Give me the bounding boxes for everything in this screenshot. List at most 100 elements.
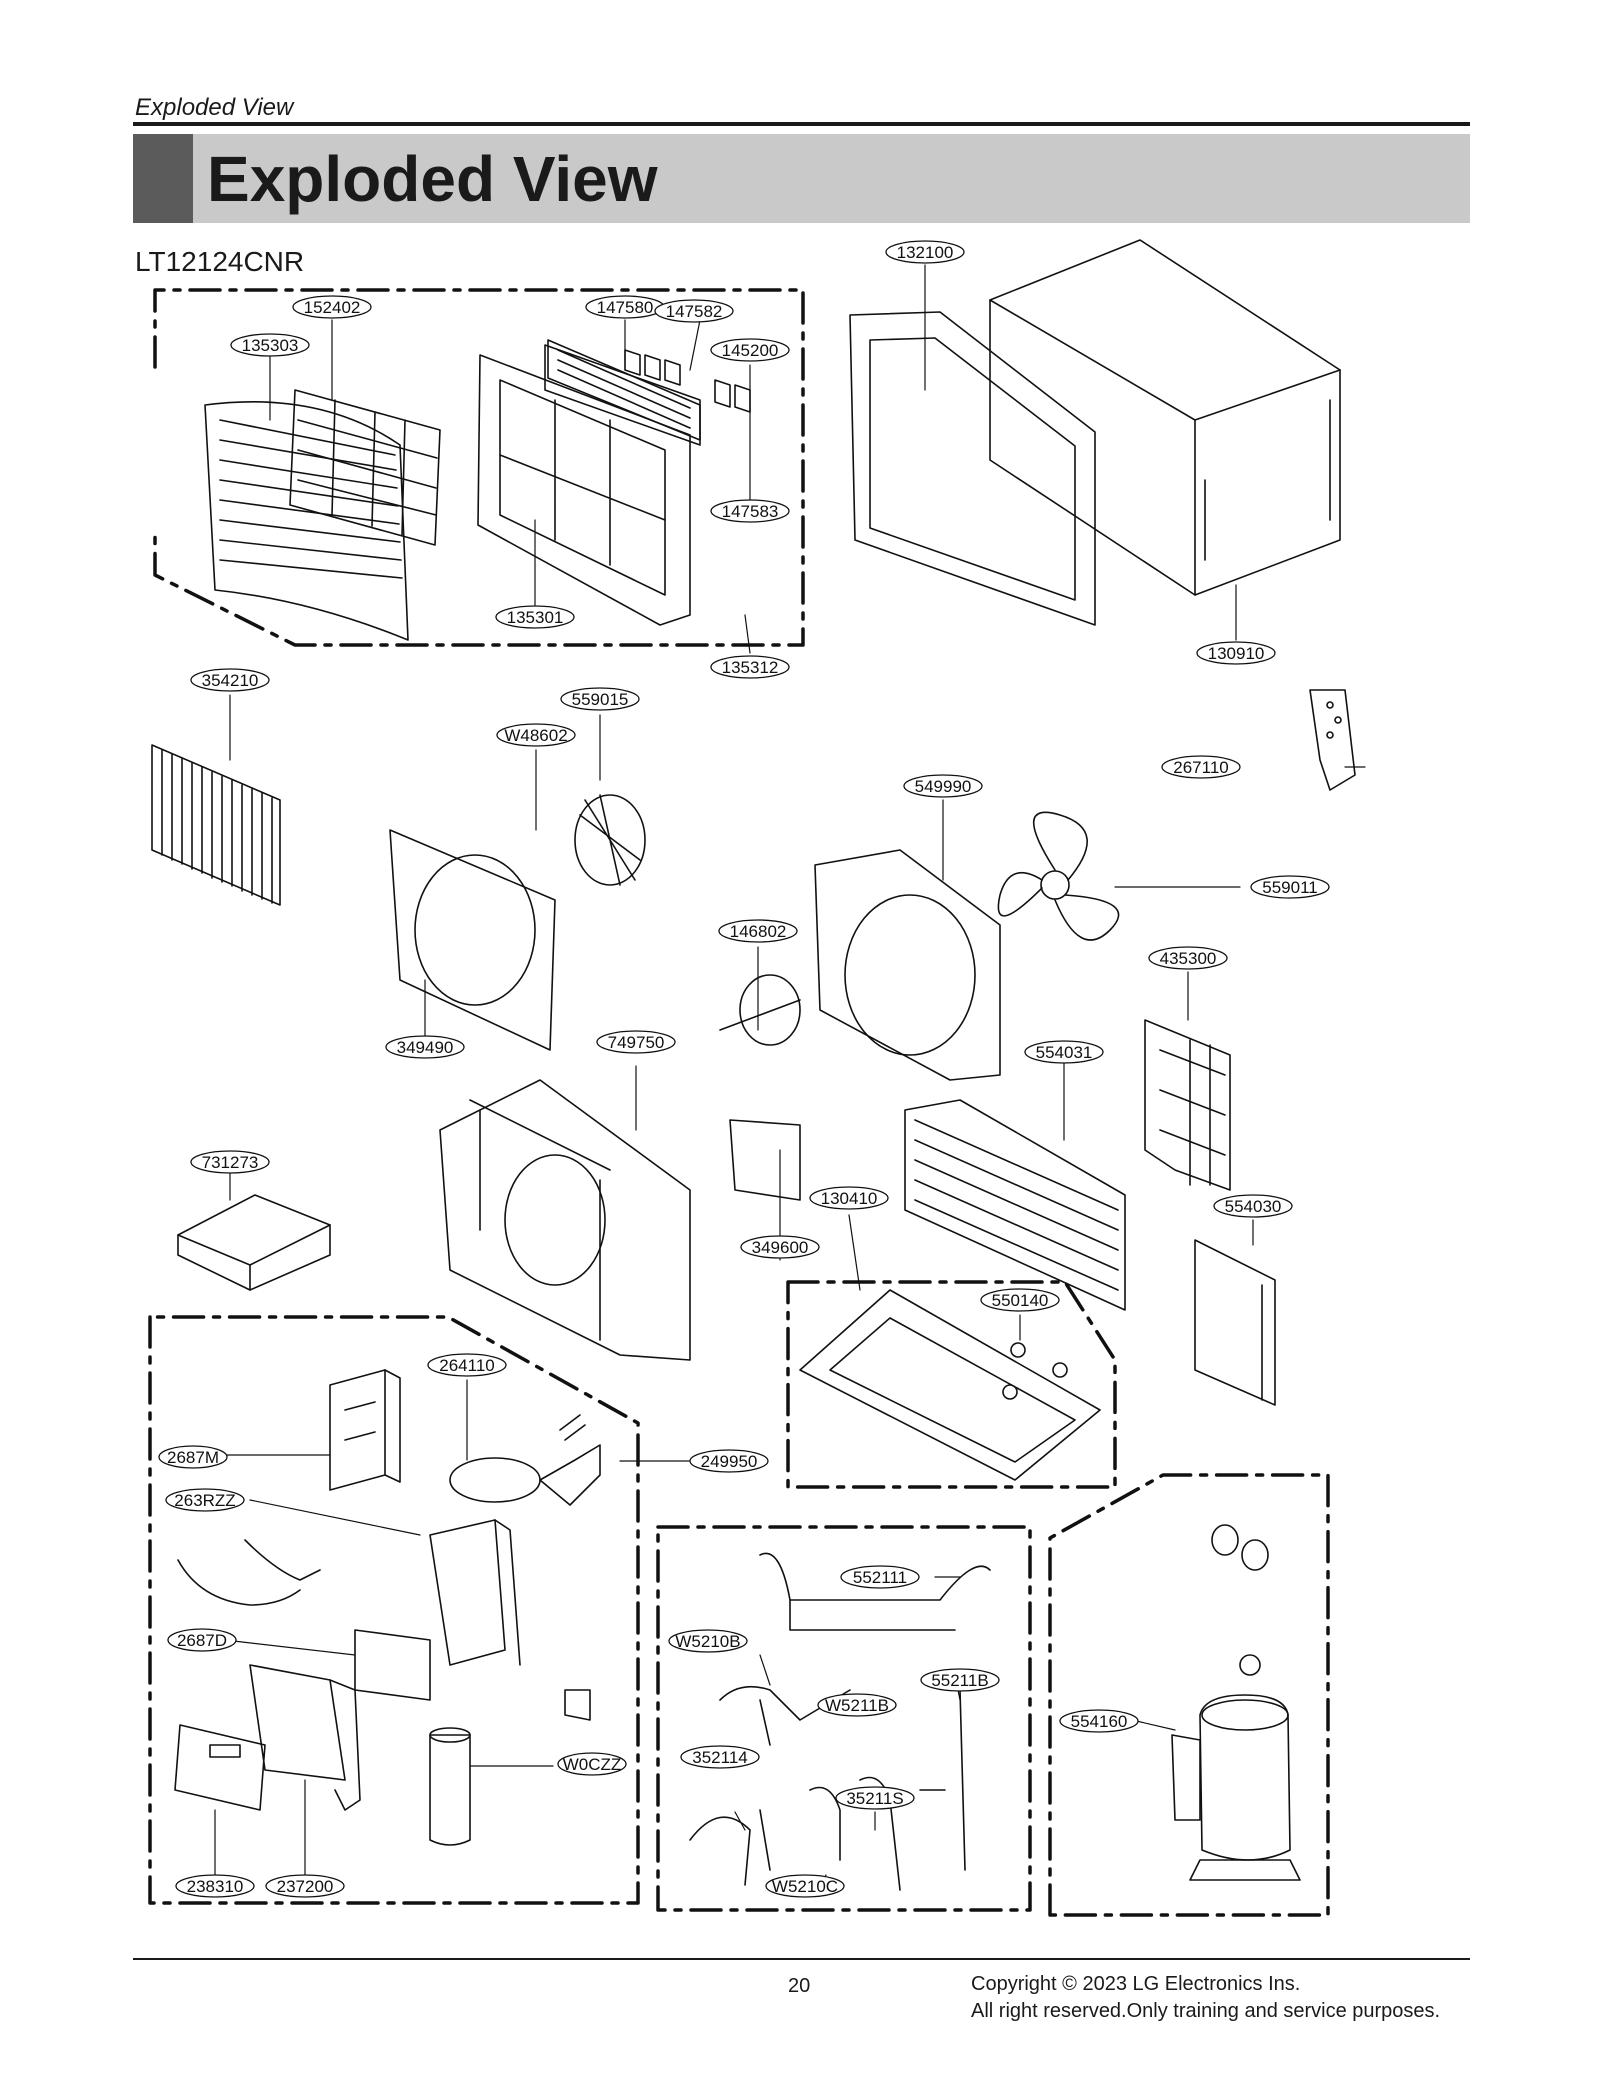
callout-oval	[1196, 641, 1276, 665]
callout-oval	[190, 1150, 270, 1174]
banner-accent	[133, 134, 193, 223]
callout-oval	[1250, 875, 1330, 899]
part-number-label: 147580	[597, 298, 654, 317]
air-filter-drawing	[289, 389, 441, 546]
callout-oval	[158, 1445, 228, 1469]
front-grille-drawing	[204, 401, 409, 641]
page-number: 20	[788, 1975, 811, 1997]
callout-oval	[165, 1488, 245, 1512]
callout-oval	[710, 655, 790, 679]
indoor-coil-drawing	[151, 744, 281, 906]
callout-oval	[689, 1449, 769, 1473]
part-number-label: 435300	[1160, 949, 1217, 968]
part-callout: 263RZZ	[165, 1488, 245, 1512]
part-callout: 264110	[427, 1353, 507, 1377]
part-callout: W0CZZ	[557, 1752, 627, 1776]
part-callout: 132100	[885, 240, 965, 264]
blower-housing-drawing	[389, 829, 556, 1051]
part-callout: 147580	[585, 295, 665, 319]
callout-oval	[654, 299, 734, 323]
callout-oval	[292, 295, 372, 319]
callout-oval	[920, 1668, 1000, 1692]
callout-oval	[495, 605, 575, 629]
condenser-shroud-drawing	[814, 849, 1001, 1081]
part-number-label: 267110	[1173, 758, 1228, 777]
callout-oval	[1148, 946, 1228, 970]
part-callout: 146802	[718, 919, 798, 943]
power-cord-drawing	[449, 1414, 601, 1506]
part-callout: 130410	[809, 1186, 889, 1210]
callout-oval	[596, 1030, 676, 1054]
footer-rule	[133, 1958, 1470, 1960]
chassis-drawing	[439, 1079, 691, 1361]
part-number-label: 238310	[187, 1877, 244, 1896]
part-callout: 2687D	[167, 1628, 237, 1652]
callout-oval	[167, 1628, 237, 1652]
part-callout: 559011	[1250, 875, 1330, 899]
wire-harness-drawing	[177, 1539, 321, 1606]
callout-oval	[1024, 1040, 1104, 1064]
part-number-label: 152402	[304, 298, 361, 317]
compressor-drawing	[1189, 1694, 1301, 1881]
callout-oval	[175, 1874, 255, 1898]
part-number-label: 35211S	[846, 1789, 903, 1808]
part-number-label: 237200	[277, 1877, 334, 1896]
front-frame-drawing	[477, 344, 701, 626]
accumulator-drawing	[1171, 1734, 1201, 1821]
cover-plate-drawing	[329, 1679, 361, 1811]
part-callout: 550140	[980, 1288, 1060, 1312]
part-number-label: 559015	[572, 690, 629, 709]
capacitor-drawing	[429, 1727, 471, 1846]
part-callout: 354210	[190, 668, 270, 692]
callout-oval	[710, 338, 790, 362]
part-number-label: 349490	[397, 1038, 454, 1057]
part-number-label: W5211B	[825, 1696, 889, 1715]
motor-bracket-drawing	[729, 1119, 801, 1201]
sleeve-frame-drawing	[849, 311, 1096, 626]
part-callout: 554160	[1059, 1709, 1139, 1733]
part-callout: 435300	[1148, 946, 1228, 970]
part-callout: 238310	[175, 1874, 255, 1898]
part-callout: 349490	[385, 1035, 465, 1059]
part-callout: 152402	[292, 295, 372, 319]
callout-oval	[265, 1874, 345, 1898]
callout-oval	[740, 1235, 820, 1259]
part-number-label: 135312	[722, 658, 779, 677]
part-number-label: 349600	[752, 1238, 809, 1257]
part-callout: 145200	[710, 338, 790, 362]
louver-drawing	[547, 339, 701, 441]
header-rule	[133, 122, 1470, 126]
part-number-label: 550140	[992, 1291, 1049, 1310]
part-number-label: 146802	[730, 922, 787, 941]
part-callout: 349600	[740, 1235, 820, 1259]
part-callout: 559015	[560, 687, 640, 711]
part-number-label: 2687D	[177, 1631, 227, 1650]
page-title: Exploded View	[207, 143, 658, 215]
part-number-label: 731273	[202, 1153, 259, 1172]
blower-wheel-drawing	[574, 794, 646, 886]
callout-oval	[809, 1186, 889, 1210]
part-number-label: 147583	[722, 502, 779, 521]
part-callout: 352114	[680, 1745, 760, 1769]
part-callout: 2687M	[158, 1445, 228, 1469]
part-number-label: 352114	[692, 1748, 747, 1767]
callout-oval	[840, 1565, 920, 1589]
condenser-fan-drawing	[997, 811, 1120, 941]
part-callout: 249950	[689, 1449, 769, 1473]
part-number-label: 559011	[1262, 878, 1317, 897]
return-pipe-drawing	[689, 1786, 841, 1886]
callout-oval	[385, 1035, 465, 1059]
part-number-label: 354210	[202, 671, 259, 690]
part-number-label: 264110	[439, 1356, 494, 1375]
electrical-box-drawing	[429, 1519, 521, 1666]
part-callout: 749750	[596, 1030, 676, 1054]
part-callout: W5210C	[765, 1874, 845, 1898]
cabinet-drawing	[989, 239, 1341, 596]
section-banner: Exploded View	[133, 134, 1470, 223]
part-number-label: W0CZZ	[563, 1755, 622, 1774]
part-number-label: W48602	[504, 726, 567, 745]
callout-oval	[668, 1629, 748, 1653]
part-callout: 554031	[1024, 1040, 1104, 1064]
part-number-label: 145200	[722, 341, 779, 360]
part-number-label: 132100	[897, 243, 954, 262]
